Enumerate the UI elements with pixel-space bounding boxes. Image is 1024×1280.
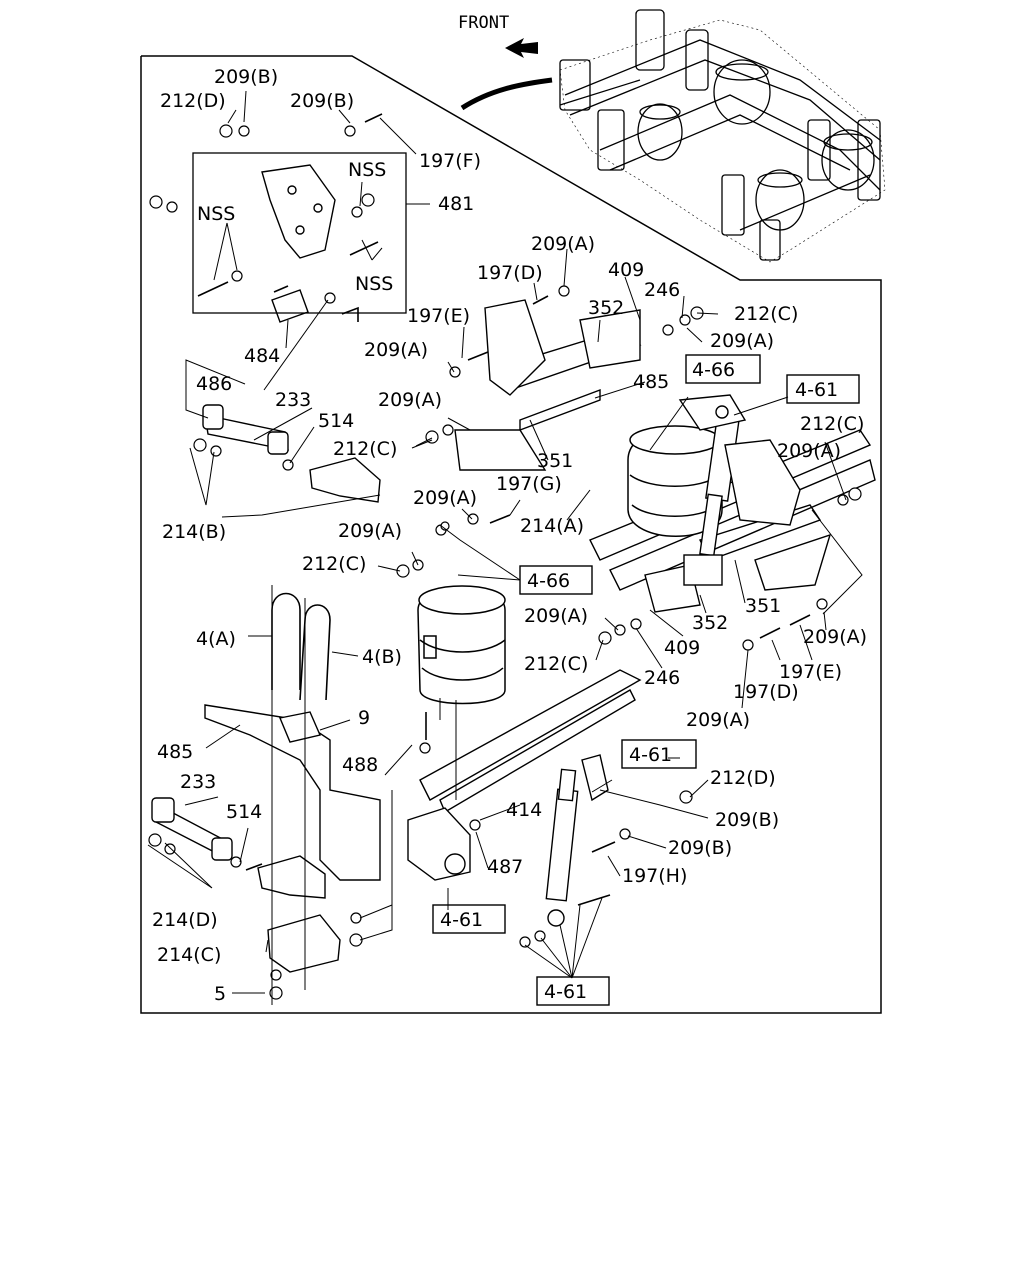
label-197d-bot[interactable]: 197(D): [733, 681, 799, 703]
label-212d-top[interactable]: 212(D): [160, 90, 226, 112]
label-209b-bot1[interactable]: 209(B): [715, 809, 779, 831]
air-spring-lower: [417, 585, 506, 705]
front-arrow-icon: [505, 38, 538, 58]
label-4-61-a[interactable]: 4-61: [795, 379, 838, 401]
label-488[interactable]: 488: [342, 754, 378, 776]
label-485-bot[interactable]: 485: [157, 741, 193, 763]
label-4-61-b[interactable]: 4-61: [629, 744, 672, 766]
label-209a-5[interactable]: 209(A): [777, 440, 841, 462]
bolts: [197, 113, 811, 906]
nss-box: [192, 152, 407, 314]
label-212c-c[interactable]: 212(C): [800, 413, 864, 435]
label-197d-top[interactable]: 197(D): [477, 262, 543, 284]
label-212c-d[interactable]: 212(C): [302, 553, 366, 575]
ref-box-4-61-a[interactable]: [786, 374, 860, 404]
spring-bracket-514-upper: [309, 457, 381, 503]
label-514-top[interactable]: 514: [318, 410, 354, 432]
label-209a-4[interactable]: 209(A): [378, 389, 442, 411]
ref-box-4-66-a[interactable]: [685, 354, 761, 384]
label-487[interactable]: 487: [487, 856, 523, 878]
shock-absorber-lower: [545, 754, 609, 927]
label-nss-3[interactable]: NSS: [355, 273, 393, 295]
label-nss-2[interactable]: NSS: [197, 203, 235, 225]
label-197h[interactable]: 197(H): [622, 865, 687, 887]
label-9[interactable]: 9: [358, 707, 370, 729]
label-4-66-a[interactable]: 4-66: [692, 359, 735, 381]
u-bolt-4a: [271, 592, 331, 701]
bracket-right: [454, 299, 832, 613]
label-351-top[interactable]: 351: [537, 450, 573, 472]
label-414[interactable]: 414: [506, 799, 542, 821]
label-212c-a[interactable]: 212(C): [333, 438, 397, 460]
label-214a[interactable]: 214(A): [520, 515, 584, 537]
label-209a-8[interactable]: 209(A): [524, 605, 588, 627]
spring-seat-485: [204, 704, 381, 881]
label-214d[interactable]: 214(D): [152, 909, 218, 931]
label-514-bot[interactable]: 514: [226, 801, 262, 823]
front-label: FRONT: [458, 13, 509, 33]
label-nss-1[interactable]: NSS: [348, 159, 386, 181]
label-209a-2[interactable]: 209(A): [710, 330, 774, 352]
label-212d-bot[interactable]: 212(D): [710, 767, 776, 789]
label-214b[interactable]: 214(B): [162, 521, 226, 543]
fasteners: [148, 124, 862, 1000]
shock-absorber-upper: [678, 394, 747, 557]
diagram-frame: [140, 55, 882, 1014]
reference-boxes: [432, 354, 860, 1006]
radius-rod-lower: [151, 797, 233, 861]
leader-lines: [147, 90, 863, 1005]
label-4b[interactable]: 4(B): [362, 646, 402, 668]
label-352-top[interactable]: 352: [588, 297, 624, 319]
label-209a-3[interactable]: 209(A): [364, 339, 428, 361]
ref-box-4-61-b[interactable]: [621, 739, 697, 769]
label-209a-10[interactable]: 209(A): [686, 709, 750, 731]
ref-box-4-61-d[interactable]: [536, 976, 610, 1006]
overview-assembly: [559, 9, 886, 263]
label-209b-top[interactable]: 209(B): [214, 66, 278, 88]
label-246-top[interactable]: 246: [644, 279, 680, 301]
label-4-66-b[interactable]: 4-66: [527, 570, 570, 592]
label-485-top[interactable]: 485: [633, 371, 669, 393]
spacer-9: [279, 711, 321, 743]
label-481[interactable]: 481: [438, 193, 474, 215]
bracket-481: [261, 164, 336, 323]
spring-bracket-514-lower: [257, 855, 326, 899]
label-209a-9[interactable]: 209(A): [803, 626, 867, 648]
label-351-bot[interactable]: 351: [745, 595, 781, 617]
label-233-top[interactable]: 233: [275, 389, 311, 411]
label-197e-top[interactable]: 197(E): [407, 305, 470, 327]
spring-seat-214c: [267, 914, 341, 973]
label-209a-1[interactable]: 209(A): [531, 233, 595, 255]
radius-rod-upper: [202, 404, 289, 455]
label-209b-bot2[interactable]: 209(B): [668, 837, 732, 859]
label-209b-top2[interactable]: 209(B): [290, 90, 354, 112]
label-484[interactable]: 484: [244, 345, 280, 367]
label-197e-bot[interactable]: 197(E): [779, 661, 842, 683]
label-197f[interactable]: 197(F): [419, 150, 481, 172]
front-curve-arrow-icon: [460, 77, 553, 111]
label-233-bot[interactable]: 233: [180, 771, 216, 793]
label-212c-b[interactable]: 212(C): [734, 303, 798, 325]
label-352-bot[interactable]: 352: [692, 612, 728, 634]
label-209a-7[interactable]: 209(A): [338, 520, 402, 542]
label-4a[interactable]: 4(A): [196, 628, 236, 650]
part-labels: 209(B) 212(D) 209(B) 197(F) NSS NSS 481 …: [152, 66, 867, 1005]
label-246-bot[interactable]: 246: [644, 667, 680, 689]
label-212c-e[interactable]: 212(C): [524, 653, 588, 675]
label-197g[interactable]: 197(G): [496, 473, 562, 495]
label-209a-6[interactable]: 209(A): [413, 487, 477, 509]
label-214c[interactable]: 214(C): [157, 944, 221, 966]
label-409-bot[interactable]: 409: [664, 637, 700, 659]
label-4-61-d[interactable]: 4-61: [544, 981, 587, 1003]
ref-box-4-66-b[interactable]: [519, 565, 593, 595]
bracket-487: [407, 807, 471, 881]
ref-box-4-61-c[interactable]: [432, 904, 506, 934]
label-5[interactable]: 5: [214, 983, 226, 1005]
label-486[interactable]: 486: [196, 373, 232, 395]
label-4-61-c[interactable]: 4-61: [440, 909, 483, 931]
label-409-top[interactable]: 409: [608, 259, 644, 281]
